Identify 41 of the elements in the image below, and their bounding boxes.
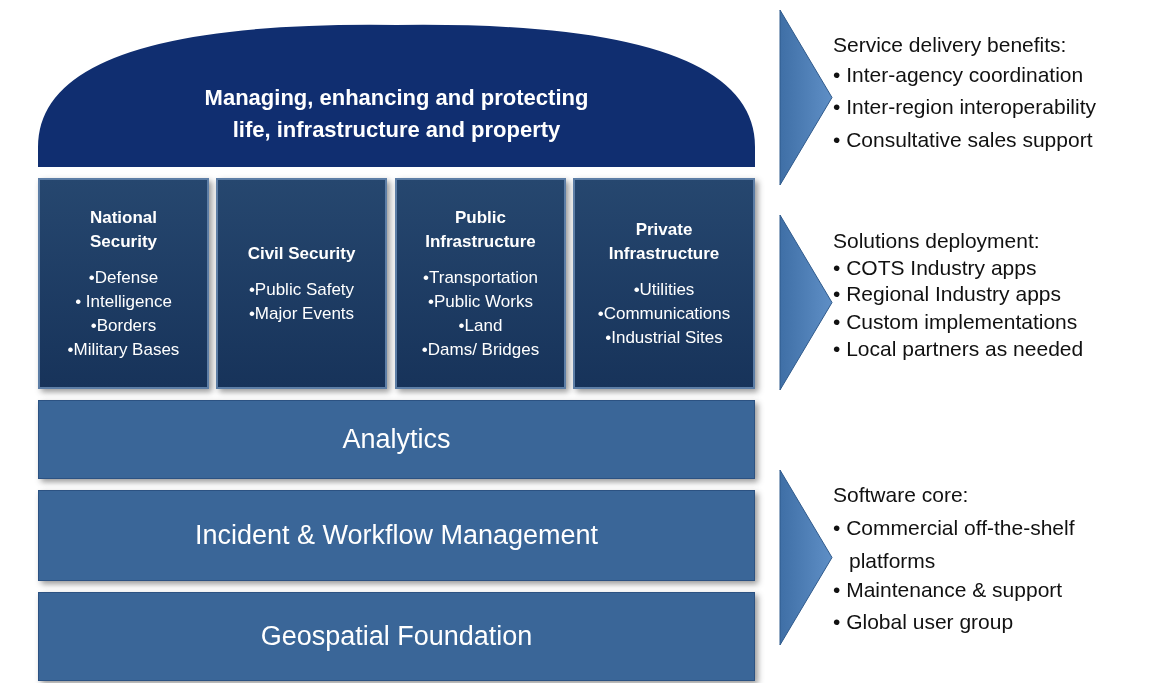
section-heading: Solutions deployment: <box>833 228 1040 254</box>
bullet-item: •Public Safety <box>248 278 355 301</box>
pillar-heading: Public Infrastructure <box>424 206 537 253</box>
bullet-item: • Regional Industry apps <box>833 281 1061 307</box>
bullet-item: • Inter-agency coordination <box>833 62 1084 88</box>
bullet-item: •Transportation <box>423 266 538 289</box>
layer-band <box>38 400 755 479</box>
layer-band <box>38 490 755 581</box>
section-heading: Software core: <box>833 482 969 508</box>
bullet-item: • Custom implementations <box>833 309 1078 335</box>
layer-label: Incident & Workflow Management <box>194 520 599 551</box>
bullet-item: •Land <box>458 314 503 337</box>
bullet-item: •Dams/ Bridges <box>421 338 540 361</box>
pillar-heading: Private Infrastructure <box>607 218 721 265</box>
pillar-heading: Civil Security <box>247 242 356 265</box>
bullet-item: •Military Bases <box>67 338 180 361</box>
bullet-item: • Commercial off-the-shelf platforms <box>833 515 1076 574</box>
bullet-item: • COTS Industry apps <box>833 255 1037 281</box>
pillar-panel <box>395 178 566 389</box>
bullet-item: •Utilities <box>633 278 695 301</box>
bullet-item: •Communications <box>597 302 731 325</box>
layer-label: Geospatial Foundation <box>260 621 533 652</box>
layer-label: Analytics <box>342 424 451 455</box>
bullet-item: • Global user group <box>833 609 1014 635</box>
section-heading: Service delivery benefits: <box>833 32 1067 58</box>
bullet-item: • Intelligence <box>75 290 172 313</box>
dome-title: Managing, enhancing and protecting life, infrastructure and property <box>203 83 590 144</box>
pillar-panel <box>573 178 755 389</box>
bullet-item: • Inter-region interoperability <box>833 94 1096 120</box>
pillar-heading: National Security <box>88 206 159 253</box>
layer-band <box>38 592 755 681</box>
bullet-item: •Public Works <box>428 290 533 313</box>
bullet-item: • Local partners as needed <box>833 336 1084 362</box>
bullet-item: • Consultative sales support <box>833 127 1093 153</box>
bullet-item: •Defense <box>88 266 159 289</box>
pillar-panel <box>38 178 209 389</box>
bullet-item: •Borders <box>90 314 157 337</box>
bullet-item: •Industrial Sites <box>605 326 723 349</box>
bullet-item: • Maintenance & support <box>833 577 1063 603</box>
bullet-item: •Major Events <box>248 302 355 325</box>
pillar-panel <box>216 178 387 389</box>
